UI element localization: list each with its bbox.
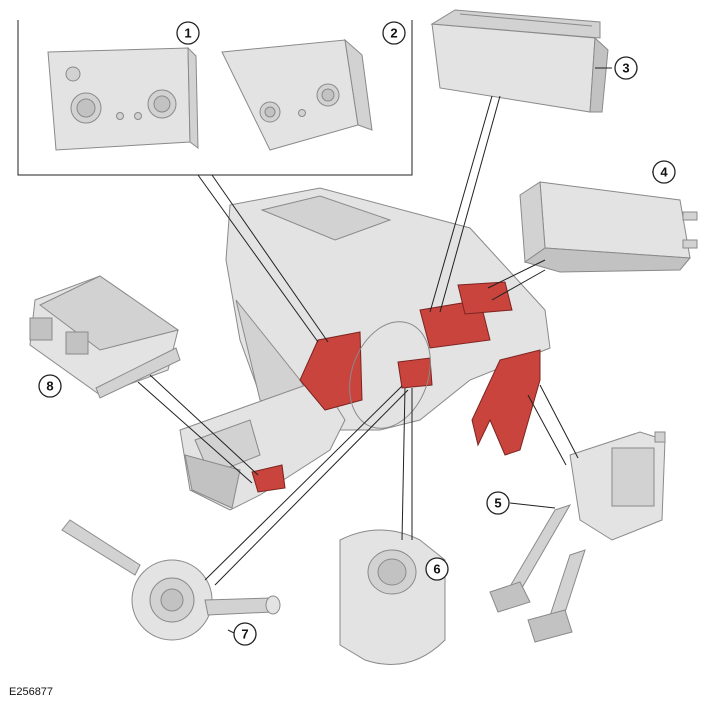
instrument-panel	[179, 187, 551, 511]
airbag-module-part-4	[519, 181, 698, 273]
callout-2: 2	[382, 21, 406, 45]
svg-text:4: 4	[660, 165, 668, 180]
callout-1: 1	[176, 21, 200, 45]
svg-text:2: 2	[390, 26, 397, 41]
highlight-airbag	[457, 281, 513, 315]
highlight-pedal-box	[471, 349, 541, 456]
pedal-box-part-5	[489, 431, 666, 643]
instrument-cluster-part-3	[430, 9, 609, 113]
highlight-switch-panel	[299, 331, 363, 411]
callout-6: 6	[425, 557, 449, 581]
callout-4: 4	[652, 160, 676, 184]
switch-panel-part-1	[47, 46, 199, 151]
clockspring-part-7	[61, 519, 281, 641]
figure-reference: E256877	[9, 686, 53, 698]
svg-text:6: 6	[433, 562, 440, 577]
highlight-clockspring	[397, 357, 433, 389]
callout-7: 7	[233, 622, 257, 646]
restraints-module-part-8	[29, 275, 181, 399]
inset-frame	[17, 20, 413, 176]
rotary-switch-part-6	[339, 529, 446, 665]
callout-8: 8	[38, 374, 62, 398]
svg-text:3: 3	[622, 61, 629, 76]
callout-5: 5	[486, 491, 510, 515]
svg-text:7: 7	[241, 627, 248, 642]
svg-text:8: 8	[46, 379, 53, 394]
highlight-locations	[251, 281, 541, 493]
svg-text:1: 1	[184, 26, 191, 41]
highlight-rcm	[251, 464, 286, 493]
callout-3: 3	[614, 56, 638, 80]
switch-panel-part-2	[221, 38, 373, 151]
svg-text:5: 5	[494, 496, 501, 511]
leader-lines	[137, 67, 660, 635]
